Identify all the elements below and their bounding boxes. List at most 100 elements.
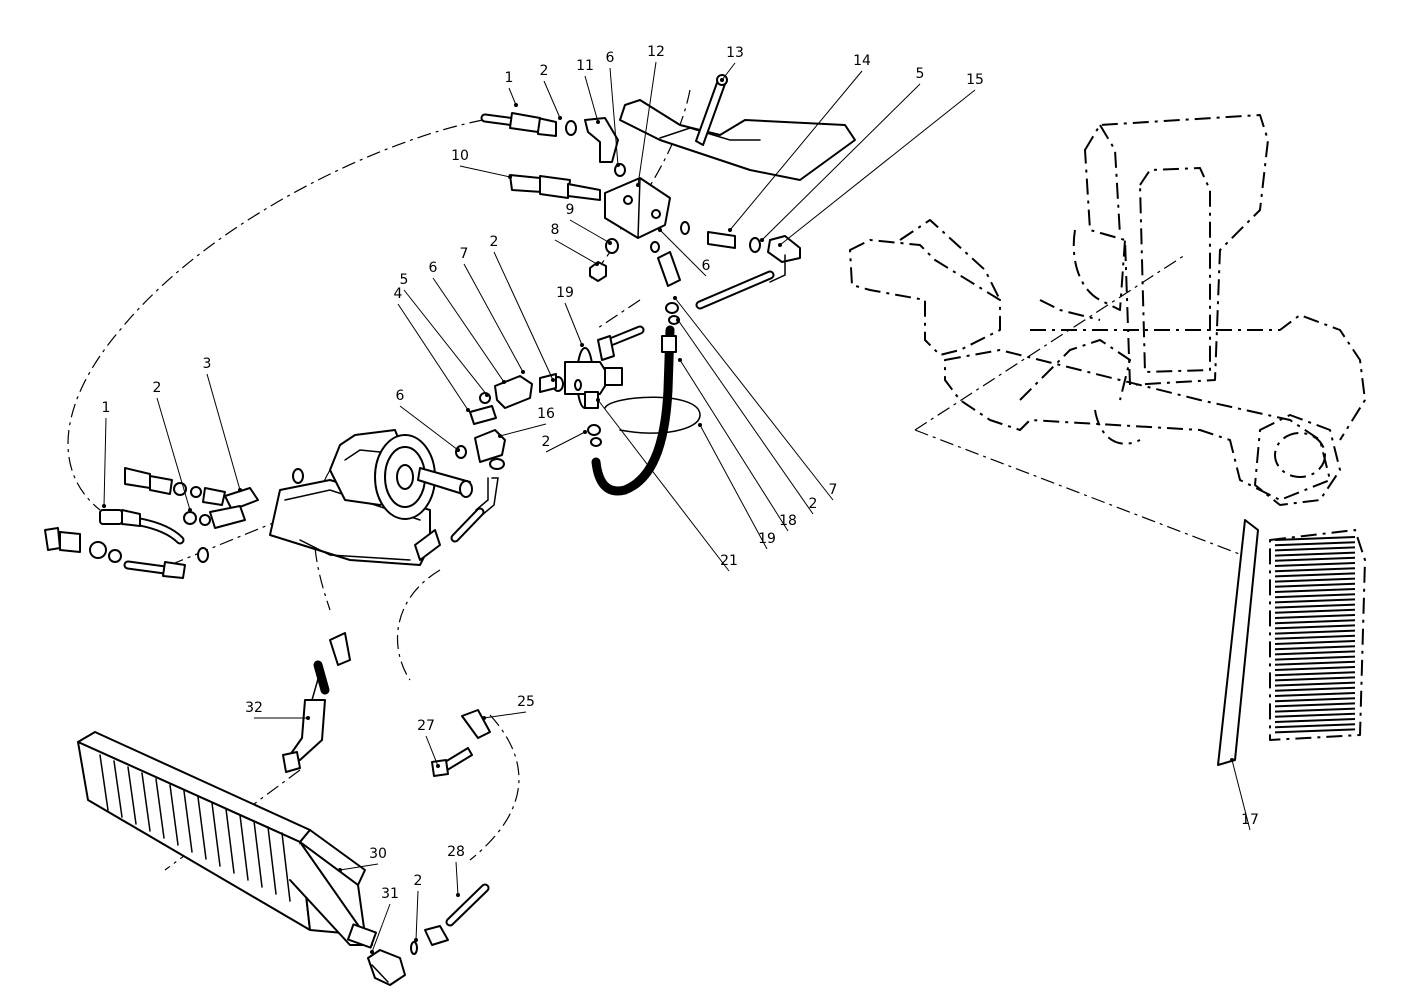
screen-fin <box>1274 640 1356 645</box>
left-fittings <box>44 373 564 579</box>
screen-fin <box>1274 582 1356 588</box>
leader-dot-c19b <box>698 423 702 427</box>
leader-line-c6c <box>432 277 505 383</box>
leader-line-c6b <box>659 229 707 277</box>
leader-line-c2b <box>493 251 554 381</box>
cooler-fin <box>211 802 221 867</box>
callout-label-c25: 25 <box>517 694 535 710</box>
callout-label-c28: 28 <box>447 844 465 860</box>
screen-fin <box>1274 681 1356 687</box>
cooler-fin <box>141 772 151 832</box>
leader-line-c9 <box>569 219 611 244</box>
screen-fin <box>1274 551 1356 557</box>
screen-fin <box>1274 660 1356 666</box>
screen-fin <box>1274 634 1356 640</box>
leader-line-c14 <box>729 70 863 231</box>
leader-line-c28 <box>455 861 459 896</box>
cooler-fin <box>127 766 137 825</box>
leader-dot-c12 <box>636 183 640 187</box>
callout-label-c2c: 2 <box>153 380 162 396</box>
leader-line-c2a <box>543 80 561 119</box>
screen-fin <box>1274 655 1356 661</box>
leader-line-c31 <box>371 903 391 953</box>
leader-line-c16 <box>499 423 547 437</box>
screen-fin <box>1274 593 1356 599</box>
screen-fin <box>1274 556 1356 562</box>
screen-fin <box>1274 619 1356 625</box>
leader-dot-c17 <box>1230 758 1234 762</box>
screen-fin <box>1274 702 1356 708</box>
cooler-fin <box>253 820 263 888</box>
cooler-fin <box>281 832 291 902</box>
callout-label-c5b: 5 <box>400 272 409 288</box>
callout-label-c19a: 19 <box>556 285 574 301</box>
leader-dot-c2c <box>188 508 192 512</box>
leader-line-c2c <box>156 397 191 511</box>
leader-dot-c28 <box>456 893 460 897</box>
callout-label-c2d: 2 <box>542 434 551 450</box>
leader-dot-c10 <box>508 175 512 179</box>
screen-fin <box>1274 546 1356 552</box>
leader-dot-c2b <box>551 378 555 382</box>
leader-line-c15 <box>779 89 976 246</box>
engine-frame <box>849 114 1366 506</box>
leader-line-c21 <box>597 399 730 572</box>
screen-fin <box>1274 629 1356 635</box>
leader-dot-c25 <box>482 716 486 720</box>
screen-fin <box>1274 572 1356 578</box>
callout-label-c14: 14 <box>853 53 871 69</box>
leader-dot-c5a <box>760 238 764 242</box>
callout-label-c21: 21 <box>720 553 738 569</box>
callout-label-c30: 30 <box>369 846 387 862</box>
screen-fin <box>1274 645 1356 651</box>
callout-label-c9: 9 <box>566 202 575 218</box>
leader-line-c6a <box>609 67 619 166</box>
screen-fin <box>1274 666 1356 671</box>
leader-dot-c14 <box>728 228 732 232</box>
leader-line-c18 <box>679 359 789 532</box>
leader-dot-c15 <box>778 243 782 247</box>
leader-dot-c6d <box>456 448 460 452</box>
leader-line-c19b <box>699 424 768 550</box>
callout-label-c17: 17 <box>1241 812 1259 828</box>
leader-line-c4 <box>397 303 469 411</box>
callout-label-c11: 11 <box>576 58 594 74</box>
screen-fin <box>1274 650 1356 656</box>
leader-dot-c27 <box>436 764 440 768</box>
screen-fin <box>1274 624 1356 630</box>
leader-dot-c2e <box>676 318 680 322</box>
cooler-fin <box>155 778 165 839</box>
leader-line-c27 <box>425 735 439 767</box>
screen-fin <box>1274 697 1356 703</box>
leader-dot-c18 <box>678 358 682 362</box>
oil-cooler <box>77 632 491 986</box>
callout-label-c10: 10 <box>451 148 469 164</box>
leader-line-c17 <box>1231 759 1251 831</box>
leader-line-c2e <box>677 319 814 515</box>
screen-fin <box>1274 671 1356 677</box>
callout-label-c18: 18 <box>779 513 797 529</box>
leader-line-c6d <box>399 405 459 451</box>
screen-fin <box>1274 723 1356 729</box>
callout-label-c1a: 1 <box>505 70 514 86</box>
callout-label-c7a: 7 <box>460 246 469 262</box>
cooler-fin <box>99 754 109 811</box>
screen-fin <box>1274 718 1356 723</box>
leader-line-c8 <box>554 239 598 265</box>
callout-label-c27: 27 <box>417 718 435 734</box>
leader-line-c1a <box>508 87 517 106</box>
leader-line-c5b <box>403 289 488 396</box>
callout-label-c7b: 7 <box>829 482 838 498</box>
callout-label-c32: 32 <box>245 700 263 716</box>
callout-label-c6c: 6 <box>429 260 438 276</box>
leader-dot-c21 <box>596 398 600 402</box>
leader-dot-c11 <box>596 120 600 124</box>
leader-dot-c1b <box>102 504 106 508</box>
callout-label-c2f: 2 <box>414 873 423 889</box>
leader-dot-c6a <box>616 163 620 167</box>
screen-fin <box>1274 567 1356 573</box>
screen-fin <box>1274 707 1356 713</box>
leader-dot-c1a <box>514 103 518 107</box>
